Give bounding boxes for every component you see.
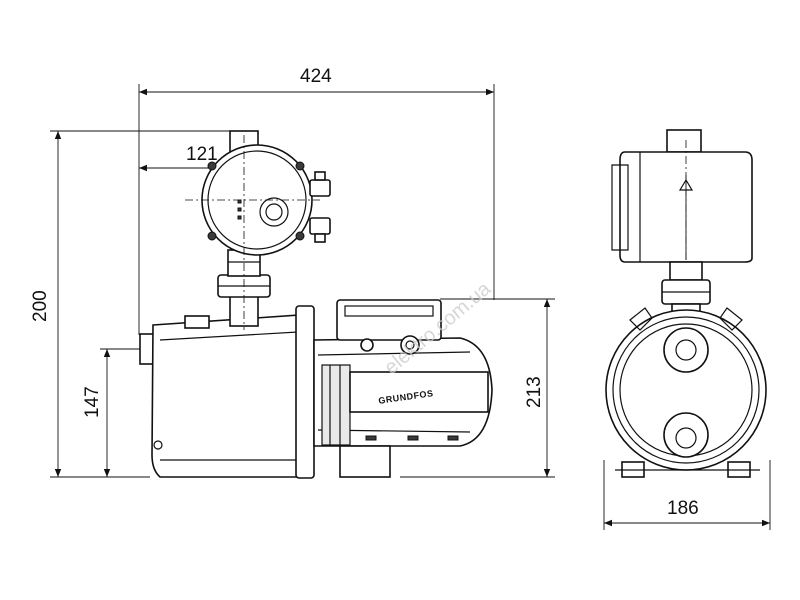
front-controller-port xyxy=(666,129,702,153)
housing-flange xyxy=(295,305,315,479)
motor-coupling xyxy=(321,364,351,446)
dimension-label-213: 213 xyxy=(524,376,545,408)
pump-side-view: GRUNDFOS xyxy=(139,130,493,479)
dimension-label-147: 147 xyxy=(82,386,103,418)
pump-front-view xyxy=(605,129,767,478)
priming-plug xyxy=(184,315,210,329)
dimension-label-200: 200 xyxy=(30,290,51,322)
terminal-box xyxy=(336,299,442,341)
front-fitting xyxy=(669,261,703,281)
cable-gland xyxy=(400,335,420,355)
front-housing-inner xyxy=(612,316,760,464)
dimension-424: 424 xyxy=(138,66,495,335)
front-drain-port xyxy=(663,412,709,458)
dimension-213: 213 xyxy=(400,298,555,478)
motor-foot xyxy=(339,445,391,478)
dimension-label-121: 121 xyxy=(186,144,218,165)
front-discharge-port xyxy=(663,327,709,373)
dimension-label-424: 424 xyxy=(300,66,332,87)
dimension-label-186: 186 xyxy=(667,498,699,519)
dimension-186: 186 xyxy=(603,460,771,530)
dimension-147: 147 xyxy=(82,348,152,478)
motor-label-plate xyxy=(349,371,489,413)
